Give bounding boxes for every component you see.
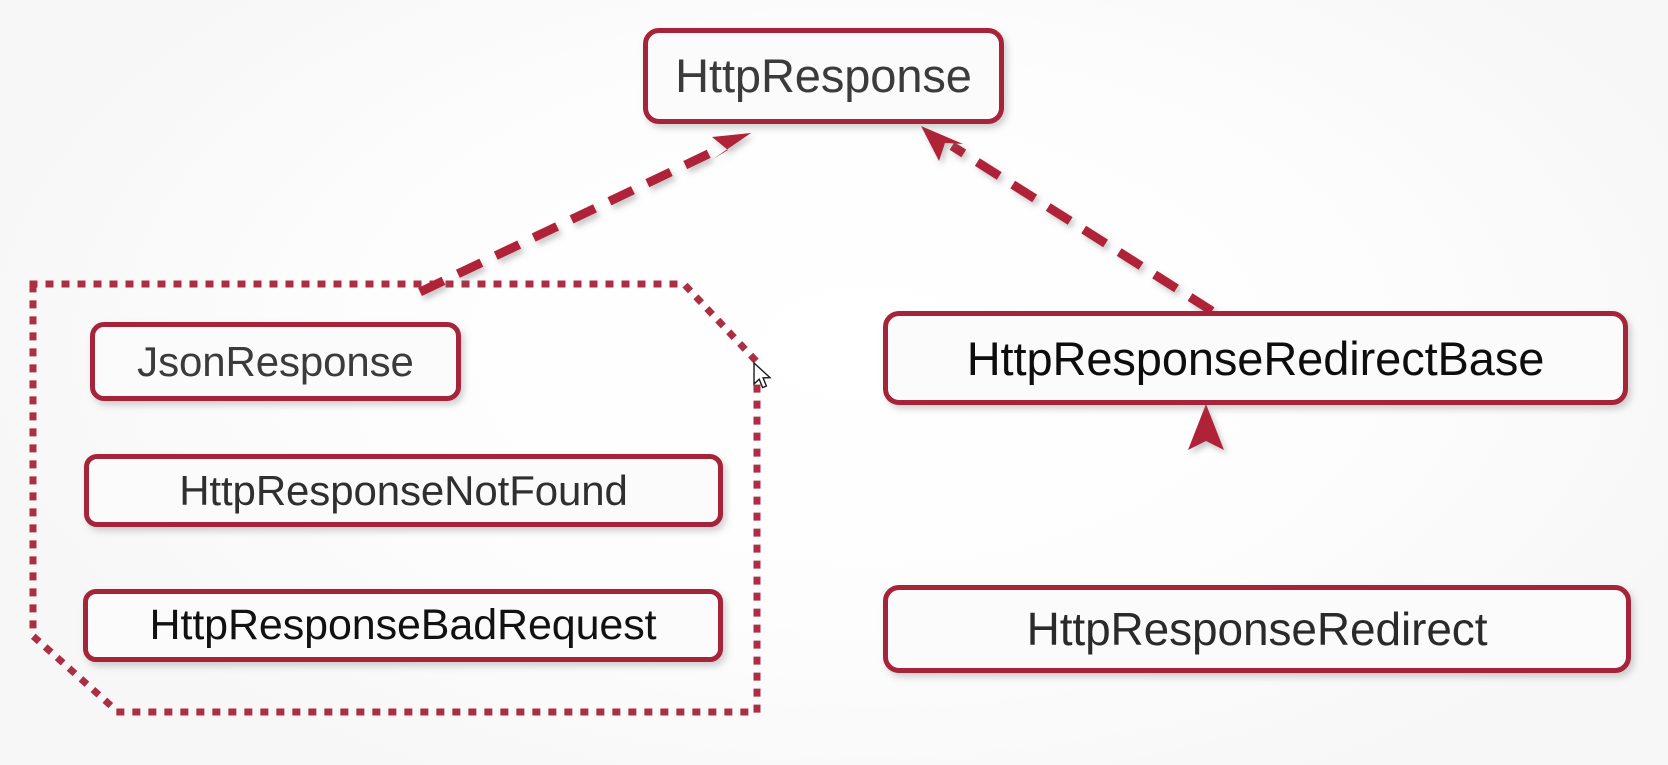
- class-label: HttpResponseNotFound: [179, 466, 628, 514]
- class-box-httpresponsenotfound[interactable]: HttpResponseNotFound: [84, 454, 723, 527]
- class-label: HttpResponse: [675, 48, 972, 102]
- class-box-httpresponsebadrequest[interactable]: HttpResponseBadRequest: [83, 589, 723, 662]
- class-box-httpresponseredirectbase[interactable]: HttpResponseRedirectBase: [883, 311, 1628, 405]
- class-label: HttpResponseBadRequest: [149, 601, 657, 649]
- class-label: JsonResponse: [137, 337, 414, 385]
- class-box-httpresponse[interactable]: HttpResponse: [643, 28, 1004, 124]
- class-label: HttpResponseRedirectBase: [966, 331, 1545, 385]
- class-label: HttpResponseRedirect: [1026, 603, 1488, 655]
- edge-redirect-to-redirectbase[interactable]: [1188, 404, 1224, 585]
- edge-redirectbase-to-httpresponse[interactable]: [921, 126, 1215, 315]
- arrow-pointer-icon: [753, 362, 772, 389]
- class-box-httpresponseredirect[interactable]: HttpResponseRedirect: [883, 585, 1631, 673]
- edge-subclasses-to-httpresponse[interactable]: [418, 133, 751, 297]
- class-box-jsonresponse[interactable]: JsonResponse: [90, 322, 461, 401]
